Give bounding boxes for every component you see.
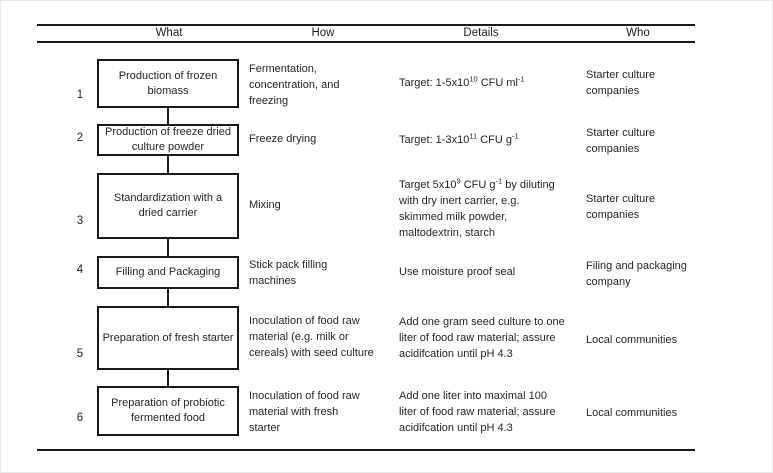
step-5-box-label: Preparation of fresh starter bbox=[102, 331, 234, 344]
step-6-how: Inoculation of food raw material with fr… bbox=[249, 390, 360, 434]
step-6-who: Local communities bbox=[586, 407, 678, 419]
step-2-how: Freeze drying bbox=[249, 133, 317, 145]
details-exponent: -1 bbox=[495, 176, 503, 186]
step-5-details: Add one gram seed culture to one liter o… bbox=[399, 314, 599, 362]
details-text: CFU ml bbox=[477, 77, 518, 89]
step-2-number: 2 bbox=[76, 132, 84, 144]
column-header-how: How bbox=[311, 27, 335, 39]
step-1-box: Production of frozen biomass bbox=[97, 59, 239, 108]
header-bottom-rule bbox=[37, 41, 695, 43]
details-text: Add one liter into maximal 100 liter of … bbox=[399, 390, 556, 434]
step-3-details: Target 5x109 CFU g-1 by diluting with dr… bbox=[399, 177, 599, 241]
step-2-box-label: Production of freeze dried culture powde… bbox=[105, 126, 231, 153]
step-5-who: Local communities bbox=[586, 334, 678, 346]
header-top-rule bbox=[37, 24, 695, 26]
step-3-how: Mixing bbox=[249, 199, 281, 211]
step-4-number: 4 bbox=[76, 264, 84, 276]
step-5-box: Preparation of fresh starter bbox=[97, 306, 239, 370]
column-header-what: What bbox=[155, 27, 183, 39]
column-header-details: Details bbox=[463, 27, 499, 39]
connector-step1-step2 bbox=[167, 108, 169, 124]
step-6-box: Preparation of probiotic fermented food bbox=[97, 386, 239, 436]
step-3-number: 3 bbox=[76, 215, 84, 227]
step-1-number: 1 bbox=[76, 89, 84, 101]
step-4-details: Use moisture proof seal bbox=[399, 264, 599, 280]
connector-step2-step3 bbox=[167, 156, 169, 173]
connector-step3-step4 bbox=[167, 239, 169, 256]
details-text: Use moisture proof seal bbox=[399, 266, 516, 278]
details-text: CFU g bbox=[460, 179, 496, 191]
details-text: Target: 1-3x10 bbox=[399, 134, 470, 146]
step-3-box-label: Standardization with a dried carrier bbox=[113, 192, 223, 219]
details-text: Add one gram seed culture to one liter o… bbox=[399, 316, 565, 360]
details-exponent: -1 bbox=[511, 131, 519, 141]
connector-step5-step6 bbox=[167, 370, 169, 386]
step-6-number: 6 bbox=[76, 412, 84, 424]
step-1-how: Fermentation, concentration, and freezin… bbox=[249, 63, 340, 107]
step-5-number: 5 bbox=[76, 348, 84, 360]
details-exponent: 9 bbox=[456, 176, 461, 186]
details-exponent: 11 bbox=[469, 131, 478, 141]
step-2-who: Starter culture companies bbox=[586, 127, 656, 155]
step-3-who: Starter culture companies bbox=[586, 193, 656, 221]
step-4-box-label: Filling and Packaging bbox=[115, 266, 221, 278]
step-4-box: Filling and Packaging bbox=[97, 256, 239, 289]
step-2-box: Production of freeze dried culture powde… bbox=[97, 124, 239, 156]
connector-step4-step5 bbox=[167, 289, 169, 306]
details-text: by diluting with dry inert carrier, e.g.… bbox=[399, 179, 555, 239]
details-text: Target 5x10 bbox=[399, 179, 457, 191]
step-6-details: Add one liter into maximal 100 liter of … bbox=[399, 388, 599, 436]
step-1-box-label: Production of frozen biomass bbox=[118, 69, 218, 97]
step-1-who: Starter culture companies bbox=[586, 69, 656, 97]
step-3-box: Standardization with a dried carrier bbox=[97, 173, 239, 239]
step-2-details: Target: 1-3x1011 CFU g-1 bbox=[399, 132, 599, 148]
column-header-who: Who bbox=[626, 27, 650, 39]
table-bottom-rule bbox=[37, 449, 695, 451]
details-exponent: 10 bbox=[469, 74, 478, 84]
step-1-details: Target: 1-5x1010 CFU ml-1 bbox=[399, 75, 599, 91]
step-5-how: Inoculation of food raw material (e.g. m… bbox=[249, 315, 374, 359]
details-text: CFU g bbox=[477, 134, 512, 146]
step-4-who: Filing and packaging company bbox=[586, 260, 687, 288]
details-text: Target: 1-5x10 bbox=[399, 77, 470, 89]
step-6-box-label: Preparation of probiotic fermented food bbox=[111, 397, 225, 424]
details-exponent: -1 bbox=[518, 74, 525, 84]
step-4-how: Stick pack filling machines bbox=[249, 259, 328, 287]
